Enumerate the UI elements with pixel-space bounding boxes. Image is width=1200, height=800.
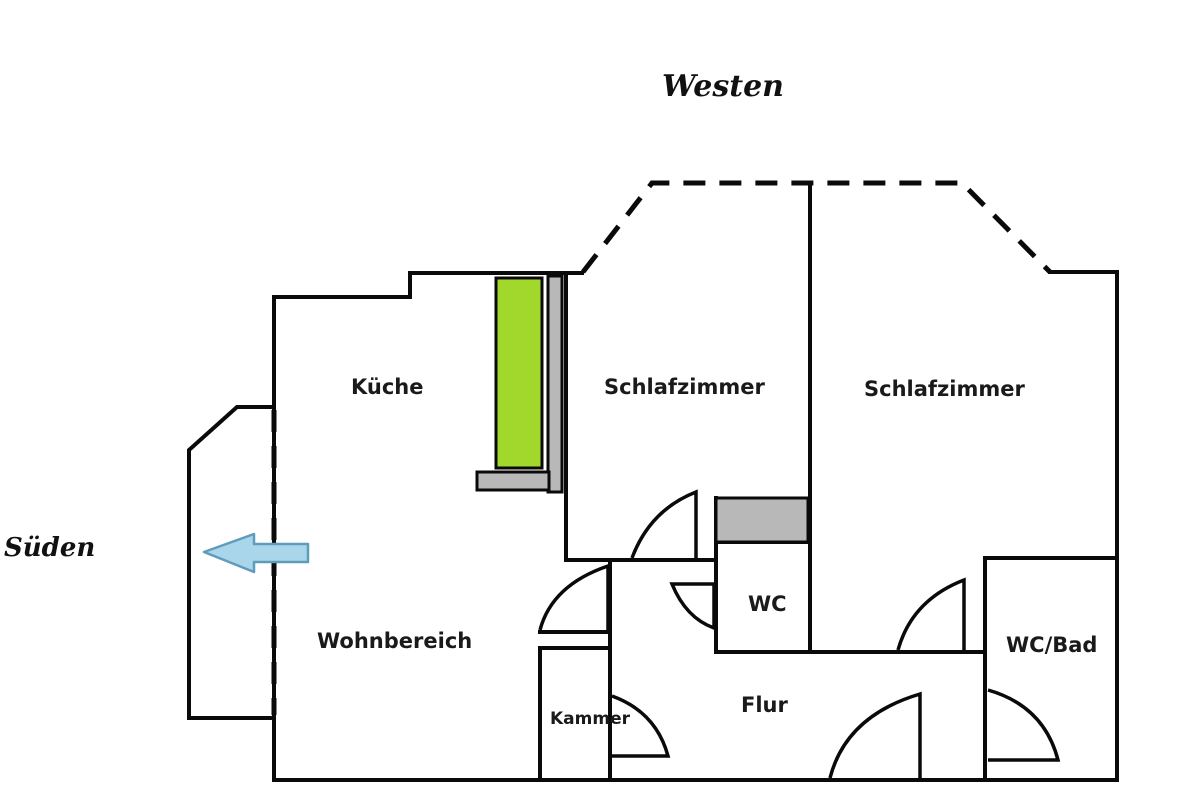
room-label-wc-bath: WC/Bad [1006,633,1097,657]
arrow-left-icon [202,532,310,574]
room-label-bedroom-1: Schlafzimmer [604,375,765,399]
kitchen-counter [494,276,544,470]
room-label-storage: Kammer [550,709,631,729]
room-label-bedroom-2: Schlafzimmer [864,377,1025,401]
compass-west-label: Westen [662,69,784,104]
compass-south-label: Süden [4,533,95,563]
door-wc [669,582,716,631]
room-label-living: Wohnbereich [317,629,472,653]
kitchen-fixtures [475,274,564,494]
door-bedroom-2 [896,577,966,651]
interior-walls [538,183,1119,782]
door-wc-bath [987,688,1061,762]
door-living [538,563,610,631]
door-bedroom-1 [630,489,698,559]
room-label-wc: WC [748,592,787,616]
doors [538,489,1061,779]
room-label-kitchen: Küche [351,375,424,399]
room-label-hall: Flur [741,693,788,717]
kitchen-cabinet [546,274,564,494]
door-entrance [828,691,922,779]
wc-fixture [714,496,810,544]
outer-walls [187,270,1119,782]
door-storage [611,694,671,758]
kitchen-cabinet-bottom [475,470,551,492]
